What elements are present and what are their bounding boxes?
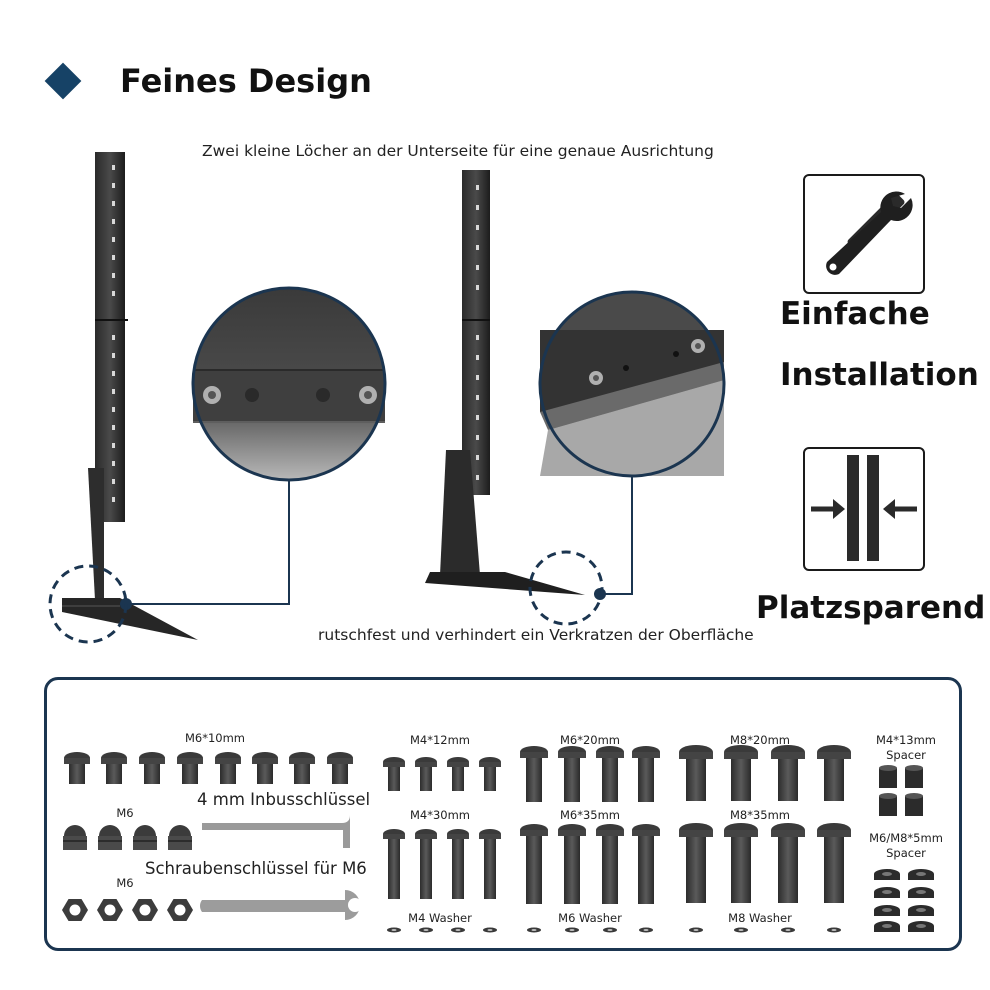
label-m8-washer: M8 Washer bbox=[728, 911, 792, 925]
m6-washers bbox=[527, 927, 653, 933]
caption-bottom: rutschfest und verhindert ein Verkratzen… bbox=[318, 626, 754, 644]
stand-illustration bbox=[48, 152, 726, 644]
m6-cap-nuts bbox=[63, 825, 192, 850]
m6-hex-nuts bbox=[62, 899, 193, 921]
label-m4-washer: M4 Washer bbox=[408, 911, 472, 925]
feature-label-einfache: Einfache bbox=[780, 296, 930, 332]
label-m8x20: M8*20mm bbox=[729, 733, 791, 747]
header: Feines Design bbox=[40, 58, 372, 104]
m6x10-screws bbox=[64, 752, 353, 784]
left-stand bbox=[62, 152, 198, 640]
m8x35-screws bbox=[679, 823, 851, 903]
wrench-screwdriver-icon bbox=[826, 191, 913, 275]
m8x20-screws bbox=[679, 745, 851, 801]
label-spacer-13-type: Spacer bbox=[886, 748, 926, 762]
parts-panel bbox=[44, 677, 962, 951]
compress-arrows-icon bbox=[811, 455, 917, 561]
label-m6x35: M6*35mm bbox=[559, 808, 621, 822]
space-saving-icon-box bbox=[803, 447, 925, 571]
m4x13-spacers bbox=[879, 765, 923, 816]
zoom-circle-left bbox=[191, 286, 387, 482]
label-m6-cap-nut: M6 bbox=[116, 806, 134, 820]
m6-m8-5mm-spacers bbox=[874, 869, 934, 932]
m6x35-screws bbox=[520, 824, 660, 904]
m4x12-screws bbox=[383, 757, 501, 791]
label-m6-washer: M6 Washer bbox=[558, 911, 622, 925]
label-wrench: Schraubenschlüssel für M6 bbox=[145, 859, 367, 878]
label-m8x35: M8*35mm bbox=[729, 808, 791, 822]
zoom-circle-right bbox=[538, 290, 726, 478]
installation-icon-box bbox=[803, 174, 925, 294]
caption-top: Zwei kleine Löcher an der Unterseite für… bbox=[202, 142, 714, 160]
label-spacer-5-size: M6/M8*5mm bbox=[869, 831, 943, 845]
label-spacer-5-type: Spacer bbox=[886, 846, 926, 860]
wrench-icon bbox=[200, 890, 360, 920]
page-title: Feines Design bbox=[120, 62, 372, 100]
right-stand bbox=[425, 170, 585, 595]
allen-key-icon bbox=[202, 815, 350, 848]
m8-washers bbox=[689, 927, 841, 933]
label-allen-key: 4 mm Inbusschlüssel bbox=[197, 790, 371, 809]
feature-label-installation: Installation bbox=[780, 357, 979, 393]
label-m4x12: M4*12mm bbox=[409, 733, 471, 747]
label-m6x20: M6*20mm bbox=[559, 733, 621, 747]
label-spacer-13-size: M4*13mm bbox=[875, 733, 937, 747]
feature-label-platzsparend: Platzsparend bbox=[756, 590, 986, 626]
label-m4x30: M4*30mm bbox=[409, 808, 471, 822]
label-m6x10: M6*10mm bbox=[184, 731, 246, 745]
m4x30-screws bbox=[383, 829, 501, 899]
m6x20-screws bbox=[520, 746, 660, 802]
m4-washers bbox=[387, 927, 497, 933]
label-m6-nut: M6 bbox=[116, 876, 134, 890]
